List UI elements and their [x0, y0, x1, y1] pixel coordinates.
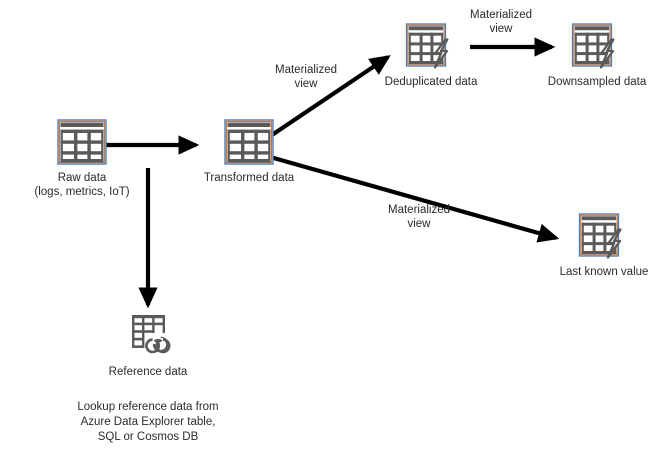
- edge-label-deduplicated-to-downsampled: Materialized view: [470, 9, 532, 35]
- node-deduplicated-data: Deduplicated data: [372, 22, 490, 89]
- node-transformed-data: Transformed data: [190, 118, 308, 185]
- table-icon: [223, 118, 275, 166]
- node-downsampled-data: Downsampled data: [538, 22, 656, 89]
- node-reference-data: Reference data: [89, 312, 207, 379]
- node-label-reference-data: Reference data: [108, 366, 188, 378]
- table-bolt-icon: [571, 22, 623, 70]
- node-last-known-value: Last known value: [545, 212, 661, 279]
- node-label-raw-data: Raw data (logs, metrics, IoT): [34, 172, 130, 198]
- reference-data-note: Lookup reference data from Azure Data Ex…: [77, 401, 219, 443]
- edge-label-transformed-to-deduplicated: Materialized view: [275, 64, 337, 90]
- table-icon: [56, 118, 108, 166]
- node-raw-data: Raw data (logs, metrics, IoT): [23, 118, 141, 199]
- node-label-transformed-data: Transformed data: [203, 172, 295, 184]
- table-link-icon: [122, 312, 174, 360]
- node-label-deduplicated-data: Deduplicated data: [384, 76, 478, 88]
- node-label-downsampled-data: Downsampled data: [547, 76, 647, 88]
- node-label-last-known-value: Last known value: [559, 266, 649, 278]
- table-bolt-icon: [405, 22, 457, 70]
- table-bolt-icon: [578, 212, 630, 260]
- edge-label-transformed-to-lastknown: Materialized view: [388, 204, 450, 230]
